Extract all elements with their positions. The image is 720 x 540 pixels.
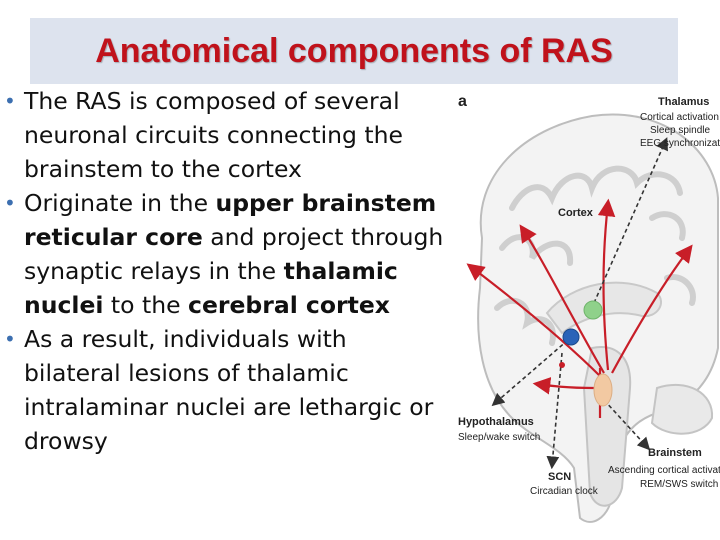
hypothalamus-dot	[562, 328, 580, 346]
brainstem-shape	[582, 346, 632, 507]
arrow-to-hypothalamus	[532, 377, 595, 395]
bullet-bold-text: thalamic nuclei	[24, 257, 398, 319]
cerebellum	[650, 383, 714, 435]
bullet-bold-text: cerebral cortex	[188, 291, 390, 319]
thalamus-connector	[593, 137, 668, 304]
bullet-text: Originate in the	[24, 189, 216, 217]
bullet-text: As a result, individuals with bilateral …	[24, 325, 434, 455]
brain-diagram: a Thalamus Cortical activation Sleep spi…	[458, 93, 720, 523]
thalamus-dot	[583, 300, 603, 320]
bullet-item: • Originate in the upper brainstem retic…	[4, 186, 444, 322]
arrow-to-frontal-2	[519, 224, 605, 374]
slide-title: Anatomical components of RAS	[95, 32, 613, 70]
scn-label: SCN	[548, 471, 571, 483]
brainstem-line1: Ascending cortical activation	[608, 465, 720, 476]
arrow-to-parietal	[597, 198, 616, 371]
bullet-text: and project through synaptic relays in t…	[24, 223, 444, 285]
scn-connector	[546, 352, 563, 470]
ras-brain-figure: a Thalamus Cortical activation Sleep spi…	[452, 88, 720, 540]
title-banner	[30, 18, 678, 84]
hypothalamus-connector	[491, 339, 569, 407]
thalamus-line3: EEG synchronization	[640, 138, 720, 149]
brainstem-line2: REM/SWS switch	[640, 479, 718, 490]
bullet-list: • The RAS is composed of several neurona…	[4, 84, 444, 458]
bullet-item: • The RAS is composed of several neurona…	[4, 84, 444, 186]
bullet-dot-icon: •	[4, 327, 16, 351]
scn-dot	[559, 362, 565, 368]
brain-gyri	[494, 165, 696, 346]
brainstem-label: Brainstem	[648, 447, 702, 459]
thalamus-line1: Cortical activation	[640, 112, 719, 123]
thalamus-line2: Sleep spindle	[650, 125, 710, 136]
panel-label: a	[458, 93, 467, 110]
thalamus-label: Thalamus	[658, 96, 709, 108]
hypothalamus-label: Hypothalamus	[458, 416, 534, 428]
bullet-text: to the	[103, 291, 189, 319]
cortex-label: Cortex	[558, 207, 594, 219]
brainstem-connector	[603, 399, 651, 451]
arrow-to-occipital	[611, 244, 693, 374]
bullet-dot-icon: •	[4, 89, 16, 113]
scn-line1: Circadian clock	[530, 486, 599, 497]
bullet-dot-icon: •	[4, 191, 16, 215]
bullet-item: • As a result, individuals with bilatera…	[4, 322, 444, 458]
bullet-bold-text: upper brainstem reticular core	[24, 189, 437, 251]
bullet-text: The RAS is composed of several neuronal …	[24, 87, 403, 183]
arrow-to-frontal	[466, 263, 603, 379]
hypothalamus-line1: Sleep/wake switch	[458, 432, 540, 443]
brainstem-dot	[593, 373, 613, 407]
